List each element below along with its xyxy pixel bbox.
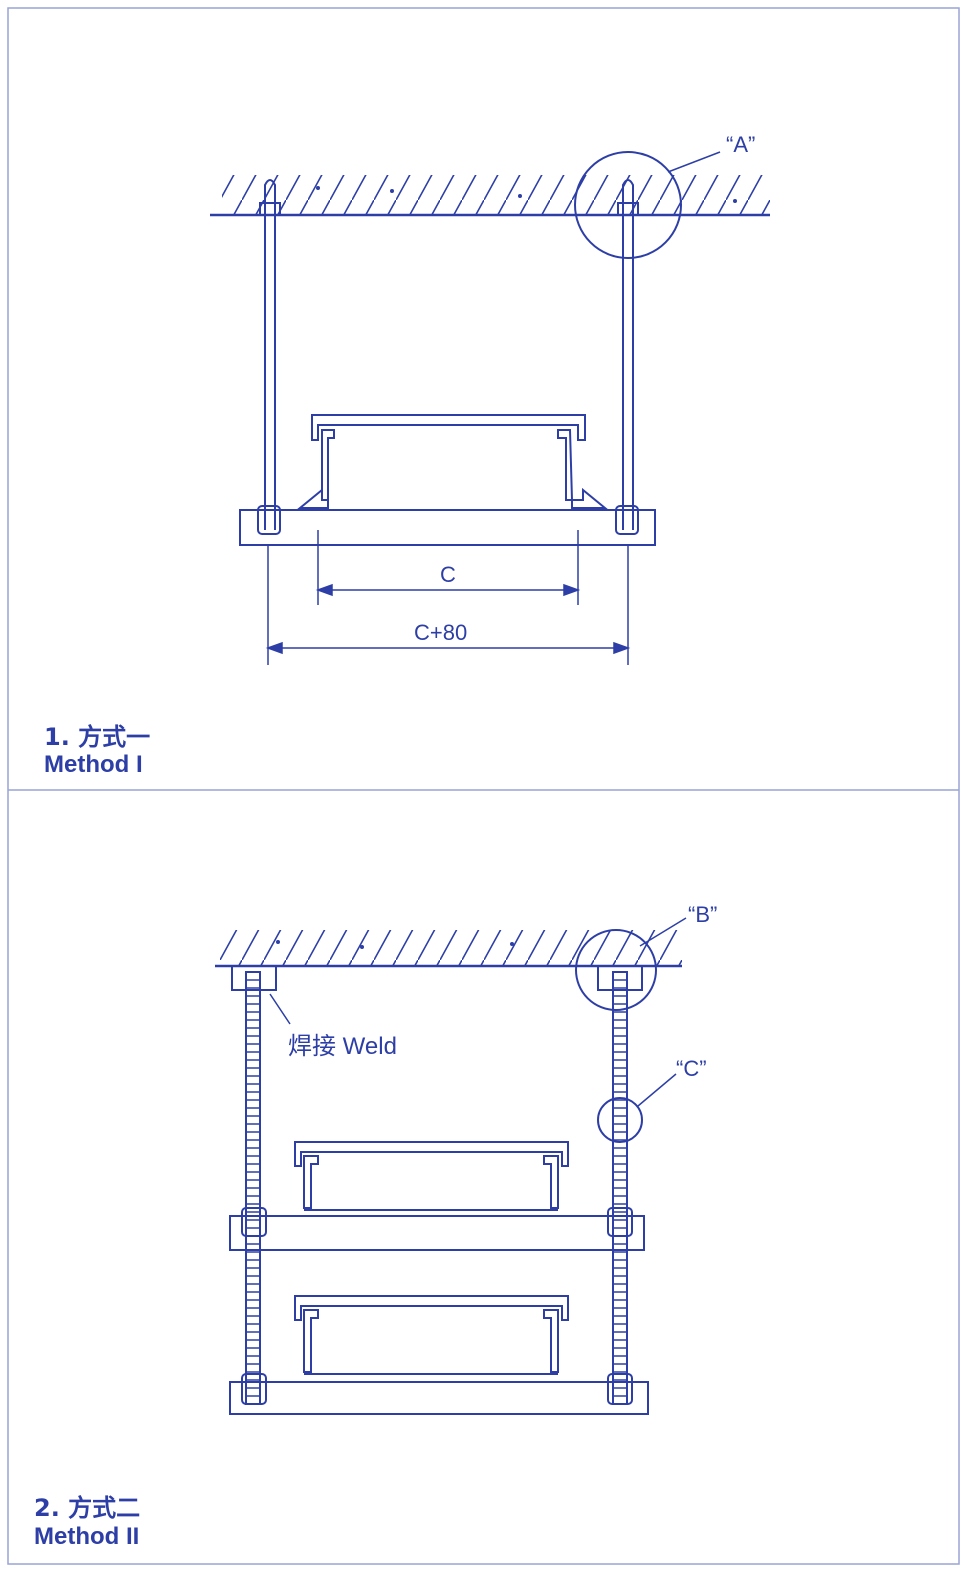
left-threaded-rod bbox=[245, 971, 261, 1405]
method-1-drawing bbox=[210, 151, 770, 665]
cable-tray-method-1 bbox=[297, 414, 608, 511]
lower-right-nut bbox=[607, 1373, 633, 1405]
dimension-c-plus-80-label: C+80 bbox=[414, 620, 467, 645]
cable-tray-lower bbox=[294, 1295, 569, 1375]
support-beam-lower bbox=[229, 1381, 649, 1415]
detail-a-label: “A” bbox=[726, 132, 755, 157]
dimension-c bbox=[315, 530, 581, 605]
detail-b-leader bbox=[639, 917, 687, 947]
upper-left-nut bbox=[241, 1207, 267, 1237]
method-1-caption-en: Method I bbox=[44, 751, 143, 778]
lower-left-nut bbox=[241, 1373, 267, 1405]
detail-a-leader bbox=[667, 151, 721, 173]
outer-frame bbox=[7, 7, 960, 1565]
detail-c-leader bbox=[637, 1073, 677, 1107]
support-beam-method-1 bbox=[239, 509, 656, 546]
detail-circle-a bbox=[574, 151, 682, 259]
dimension-c-plus-80 bbox=[265, 545, 631, 665]
dimension-c-label: C bbox=[440, 562, 456, 587]
ceiling-slab bbox=[210, 175, 770, 217]
method-2-drawing bbox=[215, 917, 687, 1415]
detail-c-label: “C” bbox=[676, 1056, 707, 1081]
left-hanger-rod bbox=[259, 179, 281, 530]
cable-tray-upper bbox=[294, 1141, 569, 1211]
detail-circle-b bbox=[575, 929, 657, 1011]
weld-leader bbox=[269, 993, 291, 1025]
right-nut bbox=[615, 505, 639, 535]
method-2-caption-cn: 2. 方式二 bbox=[34, 1494, 140, 1522]
upper-right-nut bbox=[607, 1207, 633, 1237]
support-beam-upper bbox=[229, 1215, 645, 1251]
weld-label: 焊接 Weld bbox=[288, 1033, 397, 1060]
detail-b-label: “B” bbox=[688, 902, 717, 927]
right-hanger-rod bbox=[617, 179, 639, 530]
right-threaded-rod bbox=[612, 971, 628, 1405]
method-2-caption-en: Method II bbox=[34, 1523, 139, 1550]
detail-circle-c bbox=[597, 1097, 643, 1143]
method-1-caption-cn: 1. 方式一 bbox=[44, 723, 150, 751]
ceiling-slab-2 bbox=[215, 930, 682, 968]
left-nut bbox=[257, 505, 281, 535]
